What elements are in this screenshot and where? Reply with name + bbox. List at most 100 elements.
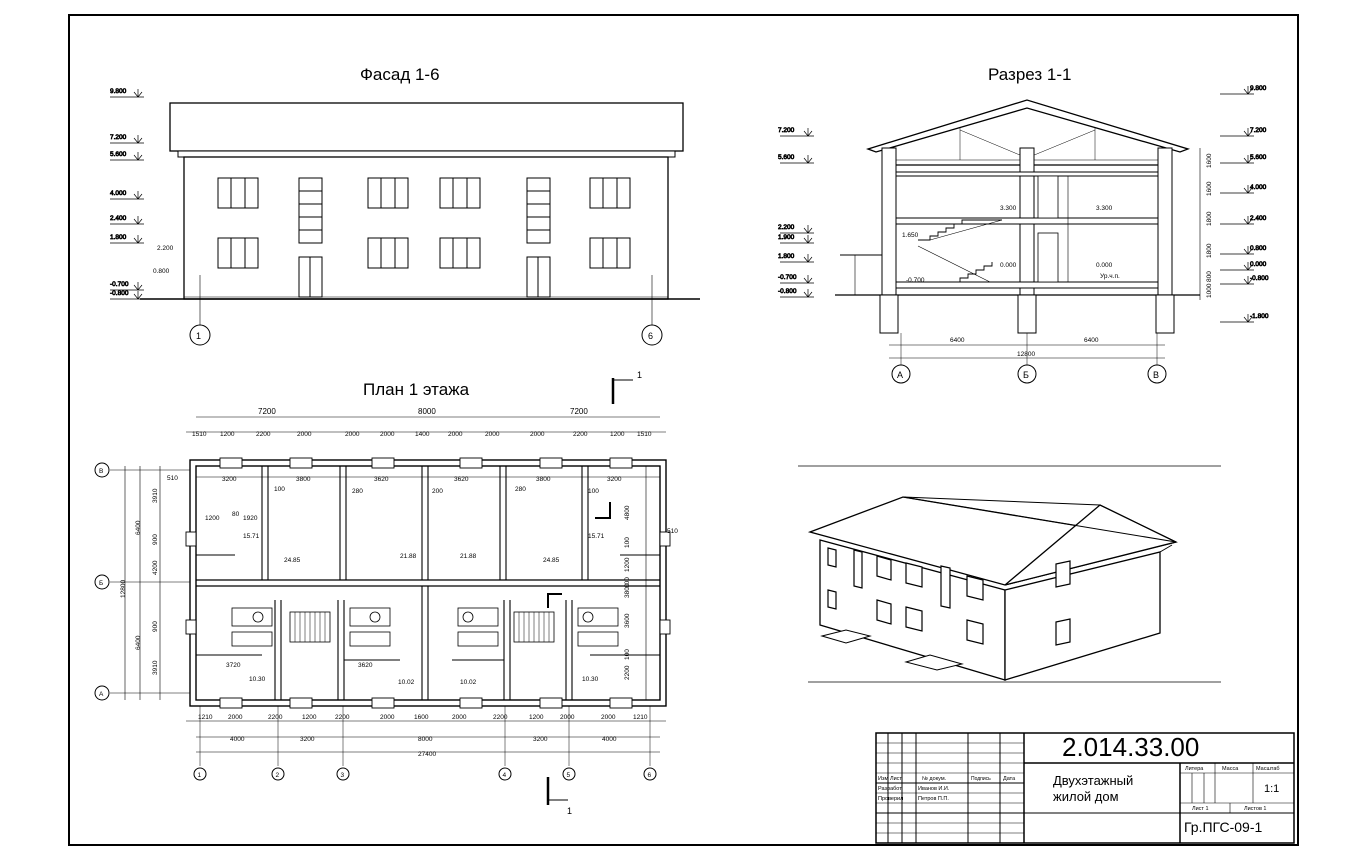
level-marker [1220, 276, 1254, 285]
dimension-label: 2200 [268, 714, 283, 721]
section-vdim: 800 [1206, 271, 1213, 282]
dimension-label: 2000 [485, 431, 500, 438]
level-marker [110, 291, 144, 300]
dimension-label: 3800 [536, 476, 551, 483]
dimension-label: 3800 [296, 476, 311, 483]
dimension-label: 1200 [302, 714, 317, 721]
level-mark: 7.200 [110, 134, 127, 141]
dimension-label: 3620 [358, 662, 373, 669]
dimension-label: 2000 [345, 431, 360, 438]
dimension-label: 200 [432, 488, 443, 495]
dimension-label: 2200 [624, 665, 631, 680]
level-marker [780, 225, 814, 234]
level-mark: 4.000 [1250, 184, 1267, 191]
axis-bubble [562, 767, 576, 781]
level-mark: 1.800 [778, 253, 795, 260]
dimension-label: 3600 [624, 613, 631, 628]
dimension-label: 3910 [152, 488, 159, 503]
facade-axis-label: 1 [196, 331, 201, 341]
level-mark: -0.800 [1250, 275, 1269, 282]
plan-col-axis: 2 [276, 772, 280, 779]
level-marker [110, 152, 144, 161]
dimension-label: 2000 [228, 714, 243, 721]
dimension-label: 1210 [198, 714, 213, 721]
dimension-label: 80 [232, 511, 240, 518]
dimension-label: 3200 [533, 736, 548, 743]
dimension-label: 2200 [335, 714, 350, 721]
stamp-role-dev: Разработ [878, 786, 902, 792]
level-marker [110, 216, 144, 225]
title-block [875, 732, 1295, 844]
level-marker [110, 135, 144, 144]
dimension-label: 2200 [256, 431, 271, 438]
drawing-name-line1: Двухэтажный [1053, 773, 1133, 788]
dimension-label: 8000 [418, 736, 433, 743]
section-title: Разрез 1-1 [988, 65, 1071, 84]
dimension-label: 1210 [633, 714, 648, 721]
drawing-code: 2.014.33.00 [1062, 732, 1199, 762]
section-vdim: 1000 [1206, 283, 1213, 298]
level-mark: 2.200 [778, 224, 795, 231]
drawing-name-line2: жилой дом [1053, 789, 1119, 804]
sheet-frame [68, 14, 1299, 846]
dimension-label: 8000 [418, 407, 436, 416]
level-mark: 0.800 [1250, 245, 1267, 252]
dimension-label: 1200 [529, 714, 544, 721]
section-hdim: 12800 [1017, 351, 1035, 358]
dimension-label: 280 [352, 488, 363, 495]
dimension-label: 3620 [374, 476, 389, 483]
level-mark: 2.400 [110, 215, 127, 222]
room-area: 21.88 [460, 553, 477, 560]
dimension-label: 280 [515, 486, 526, 493]
section-axis-label: А [897, 370, 903, 380]
level-marker [1220, 185, 1254, 194]
dimension-label: 1920 [243, 515, 258, 522]
section-axis-label: Б [1023, 370, 1029, 380]
section-mark: 3.300 [1096, 205, 1113, 212]
dimension-label: 100 [624, 649, 631, 660]
facade-drawing: Фасад 1-6 1 6 [110, 65, 700, 346]
level-mark: -0.700 [778, 274, 797, 281]
level-marker [780, 254, 814, 263]
dimension-label: 1200 [624, 557, 631, 572]
level-marker [1220, 314, 1254, 323]
level-marker [110, 89, 144, 98]
level-marker [110, 235, 144, 244]
axis-bubble [193, 767, 207, 781]
stamp-chk-name: Петров П.П. [918, 796, 949, 802]
level-marker [780, 155, 814, 164]
plan-col-axis: 1 [198, 772, 202, 779]
dimension-label: 100 [624, 537, 631, 548]
level-marker [1220, 262, 1254, 271]
level-mark: 0.000 [1250, 261, 1267, 268]
level-mark: 2.400 [1250, 215, 1267, 222]
stamp-col-date: Дата [1003, 776, 1016, 782]
plan-col-axis: 3 [341, 772, 345, 779]
dimension-label: 1200 [220, 431, 235, 438]
room-area: 24.85 [284, 557, 301, 564]
level-marker [110, 282, 144, 291]
level-mark: 1.900 [778, 234, 795, 241]
stamp-mass: Масса [1222, 766, 1239, 772]
room-area: 24.85 [543, 557, 560, 564]
title-block-text: 2.014.33.00 Двухэтажный жилой дом Гр.ПГС… [878, 732, 1280, 835]
dimension-label: 900 [152, 621, 159, 632]
dimension-label: 1600 [414, 714, 429, 721]
stamp-col-doc: № докум. [922, 776, 947, 782]
dimension-label: 3200 [300, 736, 315, 743]
section-mark: 3.300 [1000, 205, 1017, 212]
plan-col-axis: 5 [567, 772, 571, 779]
facade-title: Фасад 1-6 [360, 65, 440, 84]
level-marker [1220, 216, 1254, 225]
dimension-label: 7200 [570, 407, 588, 416]
plan-row-axis: В [99, 468, 103, 475]
level-mark: 5.600 [778, 154, 795, 161]
stamp-role-chk: Проверил [878, 796, 903, 802]
section-vdim: 1600 [1206, 153, 1213, 168]
section-mark: 1.650 [902, 232, 919, 239]
dimension-label: 1200 [610, 431, 625, 438]
dimension-label: 510 [167, 475, 178, 482]
section-vdim: 1600 [1206, 181, 1213, 196]
dimension-label: 12800 [120, 580, 127, 598]
dimension-label: 100 [274, 486, 285, 493]
